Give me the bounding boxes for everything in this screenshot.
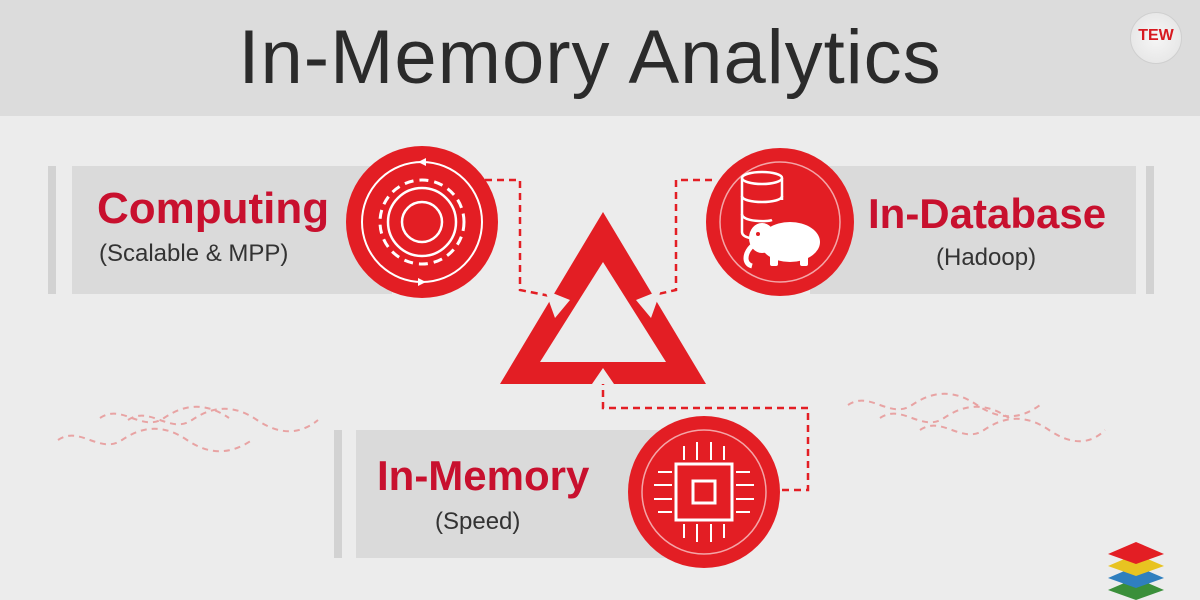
cycle-triangle-inner xyxy=(540,262,666,362)
computing-panel xyxy=(72,166,392,294)
gear-icon xyxy=(346,146,498,298)
memory-label: In-Memory xyxy=(377,452,590,499)
logo-text: TEW xyxy=(1138,27,1174,44)
header-band xyxy=(0,0,1200,116)
tew-logo: TEW xyxy=(1130,12,1182,64)
database-panel xyxy=(810,166,1136,294)
page-title: In-Memory Analytics xyxy=(238,15,942,100)
wave-decoration-right xyxy=(847,392,1106,443)
computing-sublabel: (Scalable & MPP) xyxy=(99,240,289,267)
database-panel-edge xyxy=(1146,166,1154,294)
layer-stack-logo xyxy=(1108,542,1164,600)
database-sublabel: (Hadoop) xyxy=(936,244,1037,271)
database-label: In-Database xyxy=(868,190,1107,237)
cpu-chip-icon xyxy=(628,416,780,568)
memory-sublabel: (Speed) xyxy=(435,508,521,535)
computing-label: Computing xyxy=(97,184,330,233)
connector-memory xyxy=(601,378,810,492)
connector-computing xyxy=(485,178,561,300)
triangle-gaps xyxy=(545,290,661,384)
database-elephant-icon xyxy=(706,148,854,296)
connector-database xyxy=(639,178,712,300)
connector-lines xyxy=(485,178,810,492)
memory-panel-edge xyxy=(334,430,342,558)
wave-decoration-left xyxy=(57,405,319,453)
computing-panel-edge xyxy=(48,166,56,294)
